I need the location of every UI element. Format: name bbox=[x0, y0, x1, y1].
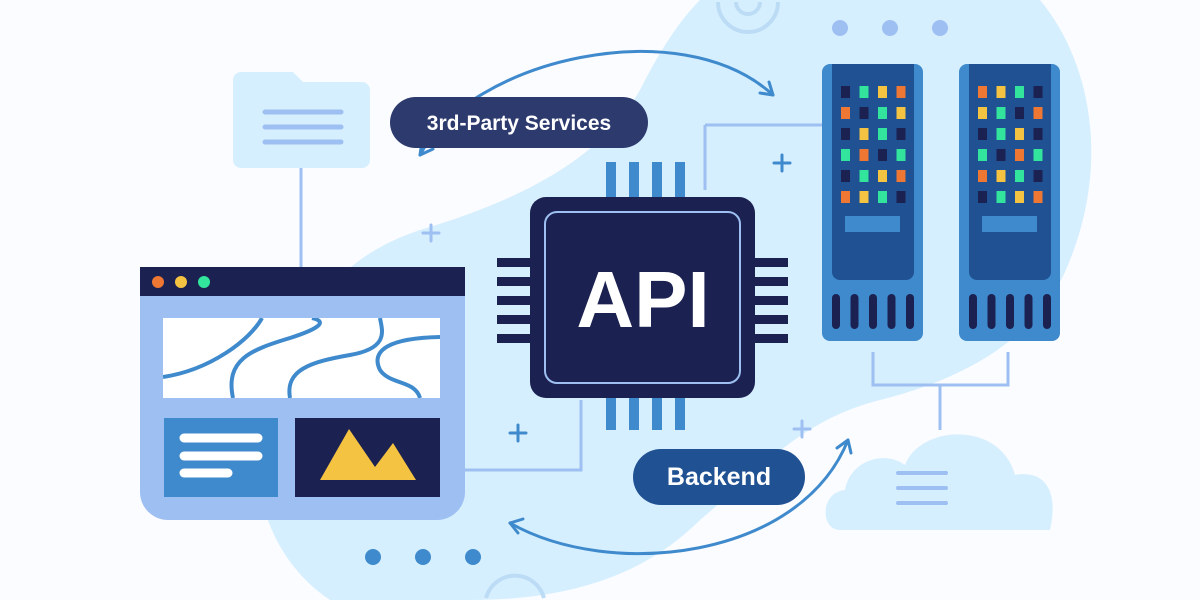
server-led bbox=[1015, 170, 1024, 182]
server-led bbox=[978, 107, 987, 119]
third-party-services-bubble: 3rd-Party Services bbox=[390, 97, 648, 148]
server-led bbox=[859, 107, 869, 119]
server-led bbox=[878, 128, 887, 140]
gear-icon-bottom bbox=[484, 573, 546, 599]
server-led bbox=[841, 128, 850, 140]
server-led bbox=[1015, 149, 1024, 161]
server-led bbox=[841, 149, 850, 161]
server-led bbox=[896, 128, 906, 140]
server-led bbox=[878, 170, 887, 182]
server-led bbox=[896, 86, 906, 98]
server-led bbox=[841, 170, 850, 182]
server-display bbox=[982, 216, 1037, 232]
server-led bbox=[978, 170, 987, 182]
server-display bbox=[845, 216, 900, 232]
mountain-icon bbox=[320, 429, 416, 480]
server-led bbox=[996, 149, 1006, 161]
server-led bbox=[878, 191, 887, 203]
third-party-services-label: 3rd-Party Services bbox=[427, 112, 611, 135]
server-led bbox=[1033, 149, 1043, 161]
server-vent bbox=[832, 294, 840, 329]
server-vent bbox=[869, 294, 877, 329]
server-vent bbox=[1024, 294, 1033, 329]
server-led bbox=[896, 149, 906, 161]
server-led bbox=[1033, 170, 1043, 182]
gear-icon-top bbox=[716, 1, 780, 34]
api-label: API bbox=[576, 255, 709, 344]
backend-bubble: Backend bbox=[633, 449, 805, 505]
server-led bbox=[1015, 107, 1024, 119]
server-led bbox=[1033, 86, 1043, 98]
server-led bbox=[859, 128, 869, 140]
browser-window bbox=[140, 267, 465, 520]
chip-side-pins bbox=[497, 258, 788, 343]
server-led bbox=[1033, 107, 1043, 119]
server-led bbox=[878, 86, 887, 98]
server-led bbox=[978, 128, 987, 140]
map-panel bbox=[163, 318, 440, 398]
server-led bbox=[841, 86, 850, 98]
server-led bbox=[978, 86, 987, 98]
server-led bbox=[996, 191, 1006, 203]
server-led bbox=[859, 149, 869, 161]
server-led bbox=[1033, 128, 1043, 140]
server-vent bbox=[1006, 294, 1014, 329]
server-led bbox=[996, 128, 1006, 140]
server-led bbox=[859, 86, 869, 98]
server-led bbox=[896, 107, 906, 119]
window-minimize-dot bbox=[175, 276, 187, 288]
plus-icons bbox=[421, 153, 812, 443]
server-vent bbox=[887, 294, 896, 329]
server-led bbox=[978, 149, 987, 161]
connector-lines bbox=[299, 123, 1010, 472]
backend-label: Backend bbox=[667, 463, 771, 491]
window-close-dot bbox=[152, 276, 164, 288]
dots-bottom bbox=[365, 549, 481, 565]
server-led bbox=[1015, 128, 1024, 140]
folder-icon bbox=[233, 72, 370, 168]
server-vent bbox=[906, 294, 914, 329]
chip-pins bbox=[606, 162, 685, 430]
server-led bbox=[996, 107, 1006, 119]
server-vent bbox=[1043, 294, 1051, 329]
server-led bbox=[841, 107, 850, 119]
server-1 bbox=[822, 64, 923, 341]
dots-top bbox=[832, 20, 948, 36]
server-led bbox=[841, 191, 850, 203]
server-led bbox=[996, 86, 1006, 98]
server-vent bbox=[969, 294, 977, 329]
server-2 bbox=[959, 64, 1060, 341]
server-led bbox=[896, 170, 906, 182]
window-maximize-dot bbox=[198, 276, 210, 288]
server-led bbox=[1015, 86, 1024, 98]
server-led bbox=[896, 191, 906, 203]
server-vent bbox=[850, 294, 859, 329]
server-led bbox=[878, 107, 887, 119]
cloud-icon bbox=[825, 434, 1053, 530]
server-racks bbox=[822, 64, 1060, 341]
api-chip: API bbox=[497, 162, 788, 430]
server-led bbox=[996, 170, 1006, 182]
server-vent bbox=[987, 294, 996, 329]
server-led bbox=[859, 170, 869, 182]
server-led bbox=[1033, 191, 1043, 203]
arrow-bottom bbox=[508, 438, 853, 555]
server-led bbox=[878, 149, 887, 161]
server-led bbox=[978, 191, 987, 203]
server-led bbox=[859, 191, 869, 203]
server-led bbox=[1015, 191, 1024, 203]
